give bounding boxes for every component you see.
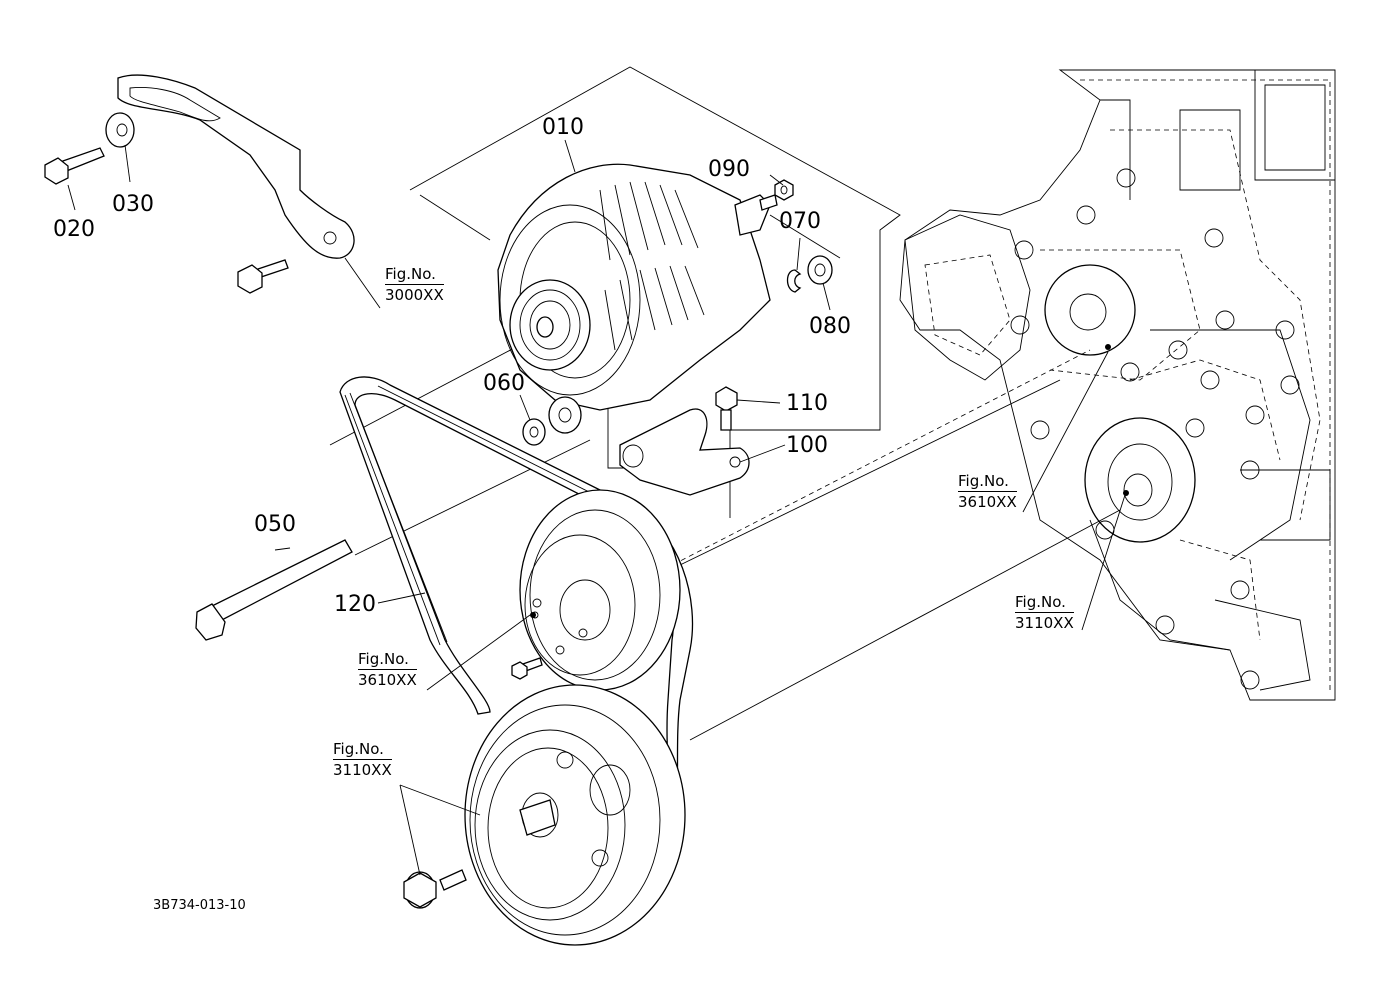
fan-pulley: [519, 489, 681, 691]
figure-ref-number: 3000XX: [385, 284, 444, 304]
callout-020: 020: [53, 217, 95, 242]
callout-070: 070: [779, 209, 821, 234]
alternator-010: [497, 163, 778, 434]
alternator-bracket: [117, 74, 355, 259]
figure-ref-number: 3610XX: [958, 491, 1017, 511]
figure-ref-label: Fig.No.: [358, 650, 409, 668]
washer-030: [105, 112, 135, 148]
figure-ref-number: 3110XX: [333, 759, 392, 779]
bolt-110: [715, 386, 738, 431]
callout-090: 090: [708, 157, 750, 182]
callout-leaders: [67, 139, 1126, 876]
bracket-bolt: [237, 259, 289, 294]
engine-block: [899, 69, 1336, 701]
callout-050: 050: [254, 512, 296, 537]
fan-belt-120: [339, 376, 694, 801]
lock-washer-070: [786, 269, 802, 293]
callout-030: 030: [112, 192, 154, 217]
nut-090: [774, 179, 794, 201]
callout-060: 060: [483, 371, 525, 396]
figure-ref-label: Fig.No.: [958, 472, 1009, 490]
figure-ref-3610XX-pump[interactable]: Fig.No. 3610XX: [958, 472, 1017, 512]
callout-dots: [530, 344, 1129, 618]
figure-ref-3610XX-fan[interactable]: Fig.No. 3610XX: [358, 650, 417, 690]
washer-060: [522, 418, 546, 446]
callout-100: 100: [786, 433, 828, 458]
figure-ref-3110XX-crank[interactable]: Fig.No. 3110XX: [333, 740, 392, 780]
bolt-050: [195, 539, 353, 641]
callout-080: 080: [809, 314, 851, 339]
washer-080: [807, 255, 833, 285]
callout-120: 120: [334, 592, 376, 617]
figure-ref-3000XX[interactable]: Fig.No. 3000XX: [385, 265, 444, 305]
fan-pulley-bolt: [511, 657, 543, 680]
crankshaft-pulley: [464, 684, 686, 946]
drawing-number: 3B734-013-10: [153, 898, 246, 913]
figure-ref-number: 3110XX: [1015, 612, 1074, 632]
figure-ref-label: Fig.No.: [333, 740, 384, 758]
figure-ref-label: Fig.No.: [385, 265, 436, 283]
callout-010: 010: [542, 115, 584, 140]
figure-ref-3110XX-block[interactable]: Fig.No. 3110XX: [1015, 593, 1074, 633]
crankshaft-pulley-bolt: [403, 869, 467, 909]
figure-ref-number: 3610XX: [358, 669, 417, 689]
bolt-020: [44, 147, 105, 185]
callout-110: 110: [786, 391, 828, 416]
figure-ref-label: Fig.No.: [1015, 593, 1066, 611]
